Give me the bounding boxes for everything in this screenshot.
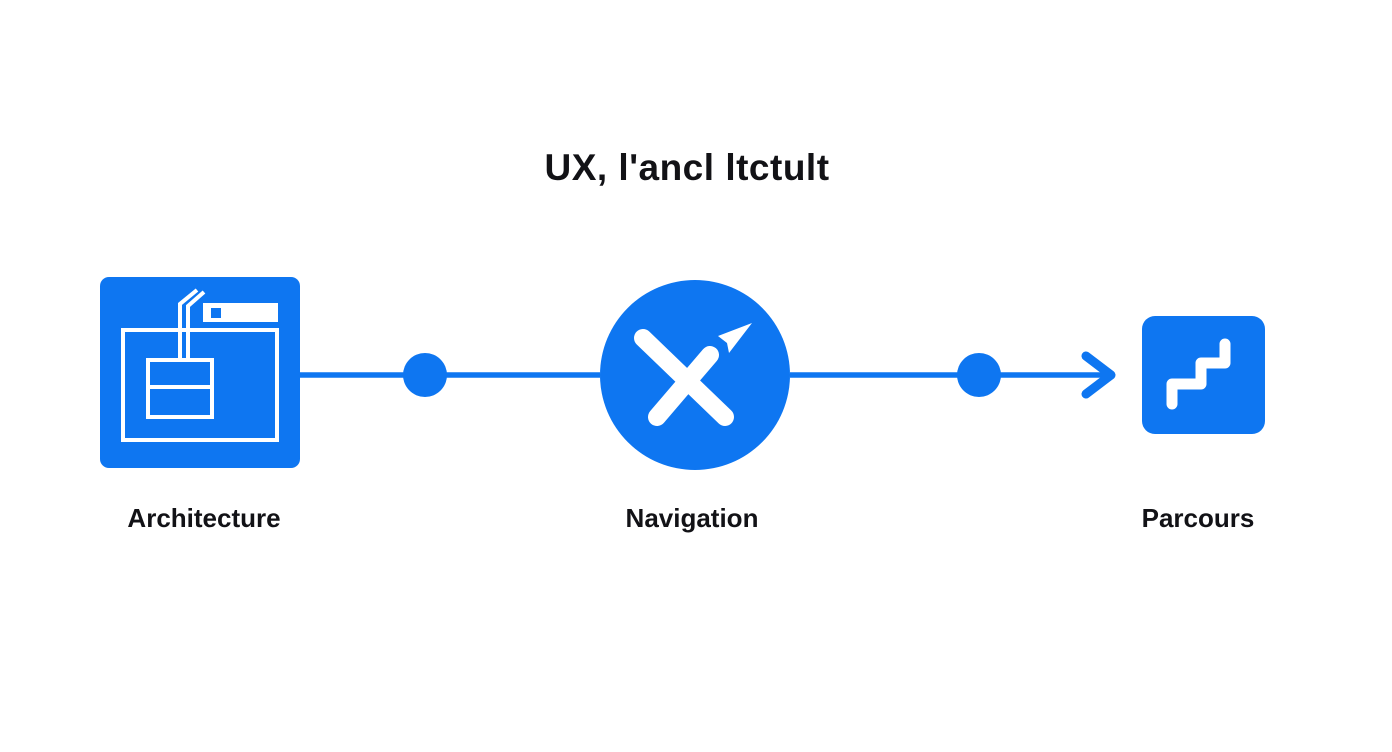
node-label-parcours: Parcours [1141, 503, 1255, 533]
node-parcours [1142, 316, 1265, 434]
x-cursor-icon [600, 280, 790, 470]
arrowhead-icon [1081, 351, 1116, 399]
diagram-title: UX, l'ancl ltctult [544, 147, 830, 188]
browser-wireframe-icon [100, 277, 300, 468]
node-navigation [600, 280, 790, 470]
node-label-navigation: Navigation [625, 503, 759, 533]
node-label-architecture: Architecture [127, 503, 281, 533]
connector-midpoint-dot-right [957, 353, 1001, 397]
stairs-icon [1142, 316, 1265, 434]
connector-midpoint-dot-left [403, 353, 447, 397]
node-architecture [100, 277, 300, 468]
